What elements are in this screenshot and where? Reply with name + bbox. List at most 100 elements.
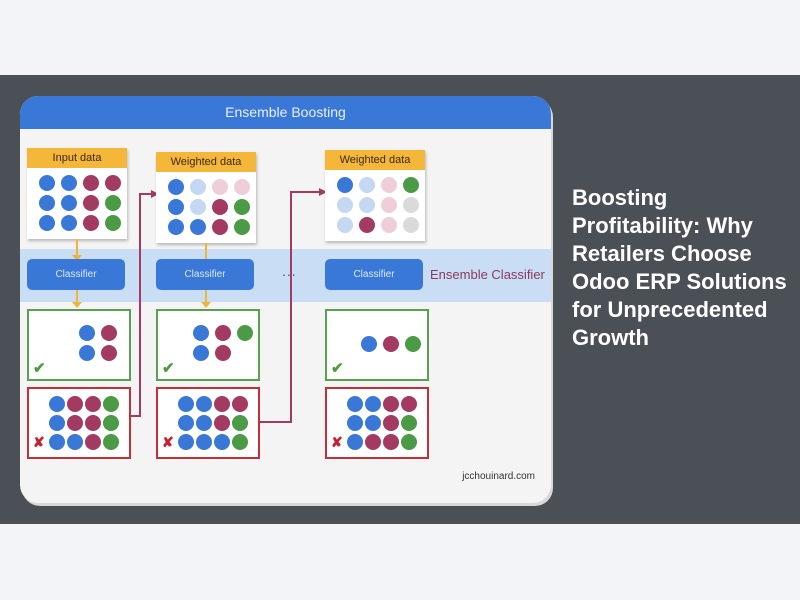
cross-icon: ✘	[162, 434, 174, 450]
check-icon: ✔	[331, 360, 344, 377]
diagram-header: Ensemble Boosting	[20, 96, 551, 129]
data-point	[403, 217, 419, 233]
feedback-arrowhead-2	[319, 188, 327, 196]
data-point	[214, 415, 230, 431]
incorrect-predictions-box: ✘	[325, 387, 429, 459]
data-point	[232, 434, 248, 450]
data-point	[105, 175, 121, 191]
correct-points	[361, 336, 421, 352]
data-point	[347, 415, 363, 431]
data-point	[359, 177, 375, 193]
data-point	[61, 175, 77, 191]
data-point	[196, 415, 212, 431]
data-point	[85, 434, 101, 450]
data-point	[85, 396, 101, 412]
data-point	[401, 396, 417, 412]
data-point	[190, 179, 206, 195]
correct-predictions-box: ✔	[156, 309, 260, 381]
data-point	[67, 415, 83, 431]
data-point	[359, 217, 375, 233]
data-point	[39, 195, 55, 211]
article-title[interactable]: Boosting Profitability: Why Retailers Ch…	[572, 185, 787, 350]
data-point	[234, 179, 250, 195]
data-point	[383, 396, 399, 412]
data-points	[39, 175, 121, 231]
data-point	[190, 199, 206, 215]
ensemble-classifier-label: Ensemble Classifier	[430, 267, 545, 282]
data-point	[347, 434, 363, 450]
classifier-box: Classifier	[27, 259, 125, 290]
data-point	[383, 415, 399, 431]
data-point	[405, 336, 421, 352]
data-point	[178, 434, 194, 450]
data-point	[49, 415, 65, 431]
feedback-arrow-1	[130, 193, 153, 417]
data-point	[83, 175, 99, 191]
data-point	[361, 336, 377, 352]
incorrect-points	[347, 396, 417, 450]
correct-predictions-box: ✔	[27, 309, 131, 381]
data-point	[237, 325, 253, 341]
data-point	[85, 415, 101, 431]
data-point	[365, 434, 381, 450]
data-point	[383, 336, 399, 352]
more-stages-ellipsis: ...	[282, 263, 297, 279]
check-icon: ✔	[162, 360, 175, 377]
data-point	[193, 325, 209, 341]
data-point	[347, 396, 363, 412]
data-point	[61, 195, 77, 211]
data-point	[105, 195, 121, 211]
data-point	[232, 396, 248, 412]
data-point	[39, 215, 55, 231]
data-point	[101, 325, 117, 341]
data-point	[401, 415, 417, 431]
data-point	[67, 396, 83, 412]
data-point	[337, 177, 353, 193]
cross-icon: ✘	[33, 434, 45, 450]
data-box: Weighted data	[156, 152, 256, 243]
data-point	[178, 415, 194, 431]
incorrect-predictions-box: ✘	[27, 387, 131, 459]
source-credit: jcchouinard.com	[462, 471, 535, 482]
data-point	[234, 199, 250, 215]
data-point	[403, 197, 419, 213]
correct-points	[79, 325, 117, 361]
correct-predictions-box: ✔	[325, 309, 429, 381]
incorrect-predictions-box: ✘	[156, 387, 260, 459]
data-point	[212, 199, 228, 215]
data-box-label: Input data	[27, 148, 127, 168]
data-box-label: Weighted data	[156, 152, 256, 172]
data-point	[381, 217, 397, 233]
data-point	[196, 396, 212, 412]
data-point	[103, 415, 119, 431]
flow-arrows	[130, 188, 327, 423]
data-point	[168, 199, 184, 215]
data-point	[365, 396, 381, 412]
feedback-arrowhead-1	[151, 190, 159, 198]
flow-arrow-down	[72, 290, 82, 308]
data-point	[79, 345, 95, 361]
cross-icon: ✘	[331, 434, 343, 450]
data-point	[61, 215, 77, 231]
data-point	[49, 396, 65, 412]
data-point	[215, 325, 231, 341]
data-point	[193, 345, 209, 361]
data-point	[178, 396, 194, 412]
data-point	[381, 197, 397, 213]
data-point	[103, 434, 119, 450]
data-point	[383, 434, 399, 450]
correct-points	[193, 325, 253, 361]
data-point	[79, 325, 95, 341]
data-point	[83, 195, 99, 211]
classifier-box: Classifier	[325, 259, 423, 290]
flow-arrow-down	[72, 239, 82, 261]
data-points	[168, 179, 250, 235]
data-point	[214, 396, 230, 412]
data-point	[212, 179, 228, 195]
data-point	[365, 415, 381, 431]
data-point	[103, 396, 119, 412]
data-point	[212, 219, 228, 235]
data-point	[105, 215, 121, 231]
data-point	[49, 434, 65, 450]
